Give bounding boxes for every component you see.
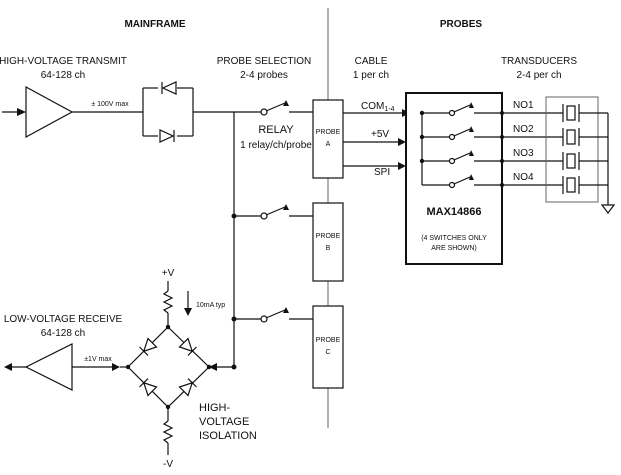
cable-title: CABLE (355, 56, 388, 67)
relay-detail: 1 relay/ch/probe (240, 140, 312, 151)
mainframe-heading: MAINFRAME (124, 19, 185, 30)
output-no3: NO3 (513, 148, 534, 159)
receive-voltage-label: ±1V max (84, 356, 112, 363)
minus-v-label: -V (163, 459, 173, 470)
transducers-detail: 2-4 per ch (516, 70, 561, 81)
bias-current-label: 10mA typ (196, 302, 225, 309)
probe-b-label: PROBE (316, 233, 341, 240)
chip-note-line2: ARE SHOWN) (431, 245, 477, 252)
plus-v-resistor (162, 281, 174, 327)
transmit-voltage-label: ± 100V max (91, 101, 129, 108)
spi-signal-wire (343, 162, 406, 170)
probe-c-letter: C (325, 349, 330, 356)
chip-switch-3 (419, 150, 504, 165)
relay-switch-a (260, 100, 313, 116)
chip-note-line1: (4 SWITCHES ONLY (421, 235, 487, 242)
receive-output-arrow (4, 363, 26, 371)
transmit-channels: 64-128 ch (41, 70, 85, 81)
chip-switch-1 (419, 102, 504, 117)
plus5v-label: +5V (371, 129, 389, 140)
receive-amplifier-triangle (24, 343, 73, 391)
relay-switch-b (231, 204, 313, 220)
relay-switch-c (231, 307, 313, 323)
probe-c-connector: PROBE C (312, 305, 344, 389)
spi-label: SPI (374, 167, 390, 178)
com-label-sub: 1-4 (384, 106, 394, 113)
transducer-2 (562, 128, 608, 146)
transducer-4 (562, 176, 608, 194)
com-label-main: COM (361, 101, 384, 112)
transducers-title: TRANSDUCERS (501, 56, 577, 67)
isolation-diode-bridge (125, 324, 212, 410)
transmit-input-arrow (2, 108, 26, 116)
transducer-group (545, 96, 599, 203)
bridge-to-bus-wire (209, 363, 237, 371)
plus-v-label: +V (162, 268, 175, 279)
transducer-1 (562, 104, 608, 122)
probe-b-connector: PROBE B (312, 202, 344, 282)
transducer-3 (562, 152, 608, 170)
transmit-amplifier-triangle (25, 85, 74, 139)
isolation-line1: HIGH- (199, 402, 231, 414)
current-arrow-icon (184, 291, 192, 316)
receive-title: LOW-VOLTAGE RECEIVE (4, 314, 123, 325)
probe-a-connector: PROBE A (312, 99, 344, 179)
probe-selection-title: PROBE SELECTION (217, 56, 311, 67)
ground-icon (600, 113, 616, 214)
cable-detail: 1 per ch (353, 70, 389, 81)
probes-heading: PROBES (440, 19, 483, 30)
probe-a-letter: A (326, 141, 331, 148)
probe-b-letter: B (326, 245, 331, 252)
probe-c-label: PROBE (316, 337, 341, 344)
chip-switch-4 (422, 174, 504, 189)
plus5v-signal-wire (343, 138, 406, 146)
receive-channels: 64-128 ch (41, 328, 85, 339)
output-wires (502, 112, 563, 186)
transmit-title: HIGH-VOLTAGE TRANSMIT (0, 56, 127, 67)
minus-v-resistor (162, 407, 174, 455)
isolation-line2: VOLTAGE (199, 416, 249, 428)
chip-switch-2 (419, 126, 504, 141)
output-no1: NO1 (513, 100, 534, 111)
probe-selection-count: 2-4 probes (240, 70, 288, 81)
output-no2: NO2 (513, 124, 534, 135)
transmit-diode-pair (142, 81, 194, 143)
receive-input-wire (72, 363, 128, 371)
output-no4: NO4 (513, 172, 534, 183)
com-label: COM1-4 (361, 101, 395, 113)
relay-title: RELAY (258, 124, 294, 136)
chip-name: MAX14866 (426, 206, 481, 218)
probe-a-label: PROBE (316, 129, 341, 136)
isolation-line3: ISOLATION (199, 430, 257, 442)
